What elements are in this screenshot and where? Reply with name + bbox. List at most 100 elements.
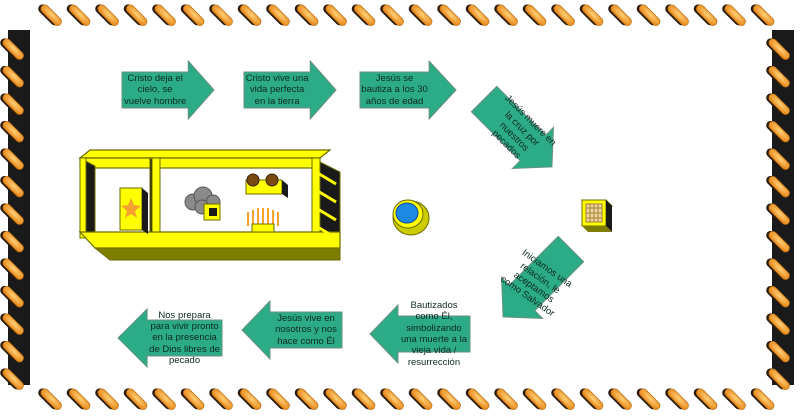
fence-peg xyxy=(636,388,661,410)
fence-peg xyxy=(123,4,148,26)
fence-peg xyxy=(766,203,790,225)
fence-peg xyxy=(408,388,433,410)
fence-peg xyxy=(294,388,319,410)
fence-peg xyxy=(380,388,404,410)
fence-peg xyxy=(0,38,24,60)
fence-peg xyxy=(38,4,62,26)
fence-peg xyxy=(551,388,575,410)
step-arrow-1 xyxy=(121,59,215,121)
fence-peg xyxy=(351,4,376,26)
fence-peg xyxy=(551,4,575,26)
fence-peg xyxy=(0,368,24,390)
fence-peg xyxy=(0,175,24,198)
fence-peg xyxy=(766,65,790,88)
laver-icon xyxy=(392,199,430,236)
fence-peg xyxy=(522,388,547,410)
step-arrow-3 xyxy=(359,59,457,121)
fence-peg xyxy=(237,4,262,26)
fence-peg xyxy=(66,4,91,26)
incense-cloud-icon xyxy=(184,186,221,221)
fence-peg xyxy=(437,388,461,410)
step-arrow-5 xyxy=(501,235,585,319)
fence-peg xyxy=(351,388,376,410)
fence-peg xyxy=(152,4,176,26)
fence-peg xyxy=(722,388,746,410)
fence-peg xyxy=(608,4,632,26)
fence-peg xyxy=(766,230,790,253)
showbread-table-icon xyxy=(245,173,288,198)
courtyard-fence xyxy=(0,4,790,410)
step-arrow-6 xyxy=(369,303,471,365)
fence-peg xyxy=(0,203,24,225)
fence-peg xyxy=(766,313,790,335)
fence-peg xyxy=(66,388,91,410)
step-label-6: Bautizados como Él, simbolizando una mue… xyxy=(400,299,467,368)
fence-peg xyxy=(750,388,775,410)
fence-peg xyxy=(636,4,661,26)
fence-peg xyxy=(323,4,347,26)
fence-peg xyxy=(0,230,24,253)
fence-peg xyxy=(693,388,718,410)
step-label-7: Jesús vive en nosotros y nos hace como É… xyxy=(275,312,337,347)
fence-peg xyxy=(722,4,746,26)
fence-peg xyxy=(665,388,689,410)
fence-peg xyxy=(0,285,24,308)
fence-peg xyxy=(180,4,205,26)
fence-peg xyxy=(0,120,24,143)
fence-peg xyxy=(209,4,233,26)
fence-peg xyxy=(152,388,176,410)
fence-peg xyxy=(766,175,790,198)
menorah-icon xyxy=(247,208,279,233)
fence-peg xyxy=(38,388,62,410)
step-arrow-8 xyxy=(117,307,223,369)
fence-peg xyxy=(766,368,790,390)
fence-peg xyxy=(95,4,119,26)
fence-peg xyxy=(123,388,148,410)
fence-peg xyxy=(380,4,404,26)
fence-peg xyxy=(579,388,604,410)
step-label-8: Nos prepara para vivir pronto en la pres… xyxy=(149,309,220,367)
fence-peg xyxy=(766,38,790,60)
fence-peg xyxy=(0,93,24,115)
fence-peg xyxy=(766,148,790,170)
fence-peg xyxy=(408,4,433,26)
fence-peg xyxy=(766,93,790,115)
fence-peg xyxy=(494,388,518,410)
step-label-2: Cristo vive una vida perfecta en la tier… xyxy=(245,72,309,107)
fence-peg xyxy=(465,4,490,26)
fence-peg xyxy=(0,340,24,363)
fence-peg xyxy=(522,4,547,26)
fence-peg xyxy=(494,4,518,26)
fence-peg xyxy=(0,65,24,88)
fence-peg xyxy=(294,4,319,26)
step-arrow-4 xyxy=(470,85,554,169)
step-label-3: Jesús se bautiza a los 30 años de edad xyxy=(361,72,428,107)
fence-peg xyxy=(766,120,790,143)
fence-peg xyxy=(665,4,689,26)
fence-peg xyxy=(266,4,290,26)
fence-peg xyxy=(209,388,233,410)
fence-peg xyxy=(437,4,461,26)
step-arrow-7 xyxy=(241,299,343,361)
fence-peg xyxy=(0,313,24,335)
fence-peg xyxy=(766,285,790,308)
fence-peg xyxy=(95,388,119,410)
step-arrow-2 xyxy=(243,59,337,121)
fence-peg xyxy=(579,4,604,26)
fence-peg xyxy=(750,4,775,26)
steps-arrows xyxy=(117,59,585,369)
fence-peg xyxy=(766,258,790,280)
tabernacle-icon xyxy=(78,149,341,261)
fence-peg xyxy=(465,388,490,410)
fence-peg xyxy=(180,388,205,410)
fence-peg xyxy=(766,340,790,363)
fence-peg xyxy=(0,258,24,280)
step-label-1: Cristo deja el cielo, se vuelve hombre xyxy=(123,72,187,107)
fence-peg xyxy=(237,388,262,410)
fence-peg xyxy=(323,388,347,410)
ark-of-covenant-icon xyxy=(119,187,148,234)
fence-peg xyxy=(608,388,632,410)
fence-peg xyxy=(0,148,24,170)
fence-peg xyxy=(693,4,718,26)
